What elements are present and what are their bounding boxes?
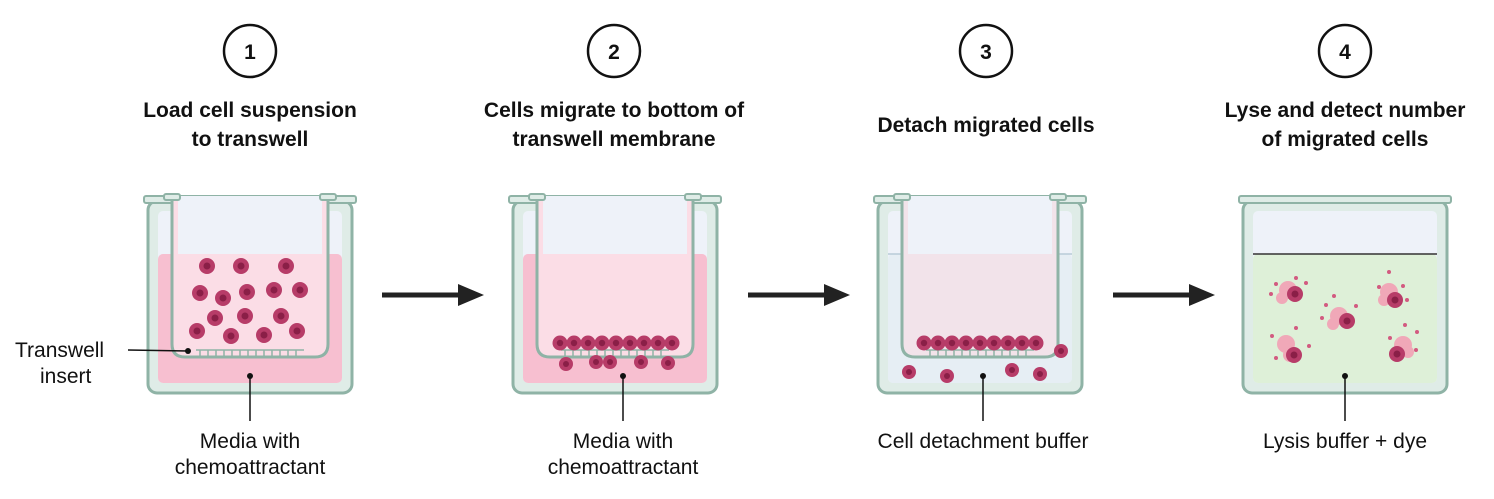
insert-1-membrane — [196, 349, 304, 357]
cell — [239, 284, 255, 300]
cell — [650, 335, 666, 351]
cell — [634, 355, 648, 369]
cell — [266, 282, 282, 298]
cell — [580, 335, 596, 351]
step-2-bottom-label-line-1: Media with — [573, 430, 673, 453]
cell — [940, 369, 954, 383]
cell — [622, 335, 638, 351]
cell — [944, 335, 960, 351]
step-1-bottom-label-line-1: Media with — [200, 430, 300, 453]
arrow-right-icon — [1113, 284, 1215, 306]
transwell-insert-1 — [163, 193, 337, 359]
step-4-title-line-2: of migrated cells — [1262, 128, 1429, 151]
cell — [902, 365, 916, 379]
cell — [916, 335, 932, 351]
cell — [972, 335, 988, 351]
cell — [608, 335, 624, 351]
step-4-number-badge: 4 — [1317, 23, 1373, 79]
cell — [233, 258, 249, 274]
cell — [215, 290, 231, 306]
step-1-title-line-2: to transwell — [192, 128, 309, 151]
step-4-number: 4 — [1339, 41, 1351, 64]
cell — [199, 258, 215, 274]
side-label-line-1: Transwell — [15, 339, 104, 362]
step-1-number-badge: 1 — [222, 23, 278, 79]
well-3-cells — [902, 335, 1068, 383]
step-2-bottom-label-line-2: chemoattractant — [548, 456, 699, 479]
cell — [1000, 335, 1016, 351]
step-2-number: 2 — [608, 41, 620, 64]
cell — [1005, 363, 1019, 377]
step-1-title-line-1: Load cell suspension — [143, 99, 357, 122]
step-2-number-badge: 2 — [586, 23, 642, 79]
lysed-cell — [1377, 270, 1409, 308]
cell — [566, 335, 582, 351]
transwell-insert-2 — [528, 193, 702, 359]
cell — [1054, 344, 1068, 358]
step-4-title-line-1: Lyse and detect number — [1225, 99, 1466, 122]
cell — [930, 335, 946, 351]
cell — [661, 356, 675, 370]
cell — [552, 335, 568, 351]
step-2-title-line-2: transwell membrane — [512, 128, 715, 151]
step-3-number-badge: 3 — [958, 23, 1014, 79]
cell — [189, 323, 205, 339]
lysed-cell — [1320, 294, 1358, 330]
cell — [1033, 367, 1047, 381]
cell — [958, 335, 974, 351]
step-3-title-line-1: Detach migrated cells — [877, 114, 1094, 137]
cell — [594, 335, 610, 351]
cell — [207, 310, 223, 326]
lysed-cell — [1269, 276, 1308, 304]
side-label-line-2: insert — [40, 365, 92, 388]
arrow-right-icon — [382, 284, 484, 306]
well-1-cells — [189, 258, 308, 344]
cell — [603, 355, 617, 369]
lysed-cell — [1270, 326, 1311, 363]
cell — [237, 308, 253, 324]
cell — [256, 327, 272, 343]
transwell-insert-callout: Transwell insert — [15, 339, 191, 388]
arrow-right-icon — [748, 284, 850, 306]
cell — [636, 335, 652, 351]
step-3-bottom-label-line-1: Cell detachment buffer — [878, 430, 1089, 453]
cell — [664, 335, 680, 351]
cell — [986, 335, 1002, 351]
step-1-number: 1 — [244, 41, 256, 64]
well-4-lysed-cells — [1269, 270, 1419, 363]
step-3-number: 3 — [980, 41, 992, 64]
cell — [1028, 335, 1044, 351]
cell — [223, 328, 239, 344]
cell — [289, 323, 305, 339]
step-4-bottom-label-line-1: Lysis buffer + dye — [1263, 430, 1427, 453]
lysed-cell — [1388, 323, 1419, 362]
cell — [589, 355, 603, 369]
cell — [559, 357, 573, 371]
step-2-title-line-1: Cells migrate to bottom of — [484, 99, 745, 122]
cell — [273, 308, 289, 324]
cell — [278, 258, 294, 274]
well-2-cells — [552, 335, 680, 371]
cell — [292, 282, 308, 298]
cell — [1014, 335, 1030, 351]
step-1-bottom-label-line-2: chemoattractant — [175, 456, 326, 479]
cell — [192, 285, 208, 301]
transwell-insert-3 — [893, 193, 1067, 359]
